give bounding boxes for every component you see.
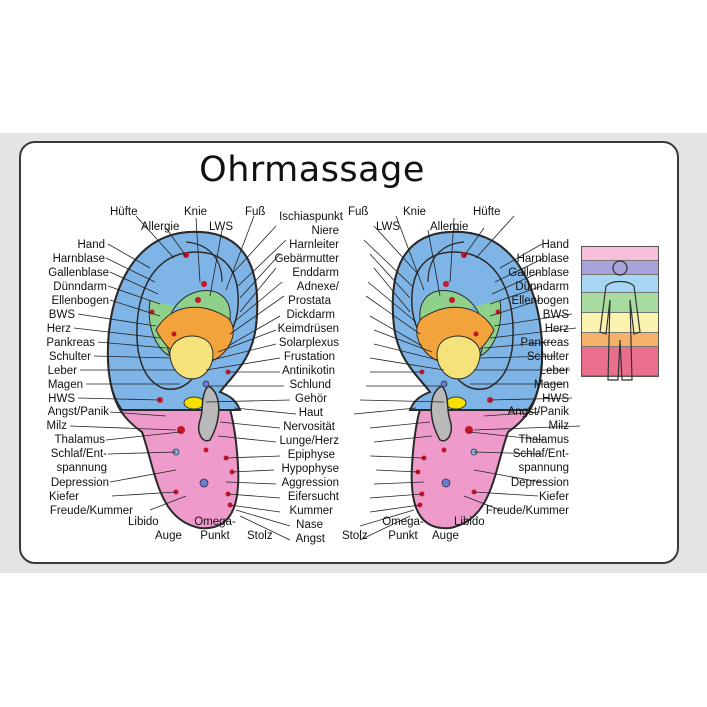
label-gebaermutter: Gebärmutter bbox=[274, 253, 339, 265]
label-eifersucht: Eifersucht bbox=[287, 491, 339, 503]
label-allergie-right: Allergie bbox=[430, 221, 469, 233]
right-ear bbox=[391, 230, 544, 530]
label-hand-right: Hand bbox=[541, 239, 570, 251]
label-knie-left: Knie bbox=[184, 206, 208, 218]
label-leber-right: Leber bbox=[539, 365, 569, 377]
label-punkt-right: Punkt bbox=[388, 530, 418, 542]
label-knie-right: Knie bbox=[403, 206, 427, 218]
label-bws-left: BWS bbox=[48, 309, 75, 321]
label-auge-right: Auge bbox=[432, 530, 459, 542]
label-hüfte-left: Hüfte bbox=[110, 206, 138, 218]
label-angst-panik-right: Angst/Panik bbox=[507, 406, 569, 418]
label-dickdarm: Dickdarm bbox=[286, 309, 335, 321]
label-leber-left: Leber bbox=[47, 365, 77, 377]
label-freude-kummer-left: Freude/Kummer bbox=[49, 505, 133, 517]
label-auge-left: Auge bbox=[155, 530, 182, 542]
label-magen-left: Magen bbox=[47, 379, 83, 391]
label-lws-right: LWS bbox=[376, 221, 401, 233]
label-angst: Angst bbox=[295, 533, 325, 545]
label-kiefer-right: Kiefer bbox=[538, 491, 569, 503]
label-kummer: Kummer bbox=[289, 505, 333, 517]
label-libido-left: Libido bbox=[128, 516, 159, 528]
label-milz-right: Milz bbox=[548, 420, 569, 432]
label-depression-left: Depression bbox=[50, 477, 109, 489]
label-ellenbogen-left: Ellenbogen bbox=[51, 295, 109, 307]
label-ischiaspunkt: Ischiaspunkt bbox=[279, 211, 343, 223]
label-stolz-left: Stolz bbox=[247, 530, 273, 542]
label-schlund: Schlund bbox=[289, 379, 331, 391]
label-hand-left: Hand bbox=[77, 239, 106, 251]
label-solarplexus: Solarplexus bbox=[278, 337, 339, 349]
body-silhouette-icon bbox=[599, 260, 641, 381]
label-pankreas-right: Pankreas bbox=[520, 337, 569, 349]
label-schlaf-left: Schlaf/Ent- bbox=[50, 448, 107, 460]
label-freude-kummer-right: Freude/Kummer bbox=[485, 505, 569, 517]
color-legend bbox=[581, 246, 659, 377]
label-stolz-right: Stolz bbox=[342, 530, 368, 542]
label-schulter-left: Schulter bbox=[48, 351, 91, 363]
label-frustation: Frustation bbox=[283, 351, 335, 363]
label-herz-left: Herz bbox=[46, 323, 71, 335]
label-omega-left: Omega- bbox=[194, 516, 236, 528]
label-niere: Niere bbox=[311, 225, 339, 237]
label-duenndarm-right: Dünndarm bbox=[515, 281, 569, 293]
label-thalamus-right: Thalamus bbox=[518, 434, 570, 446]
label-lws-left: LWS bbox=[209, 221, 234, 233]
label-fuss-right: Fuß bbox=[348, 206, 369, 218]
label-epiphyse: Epiphyse bbox=[287, 449, 335, 461]
label-enddarm: Enddarm bbox=[292, 267, 339, 279]
legend-stripe bbox=[582, 293, 658, 313]
label-harnleiter: Harnleiter bbox=[289, 239, 339, 251]
label-bws-right: BWS bbox=[542, 309, 569, 321]
page-title: Ohrmassage bbox=[199, 150, 425, 190]
label-harnblase-left: Harnblase bbox=[52, 253, 105, 265]
label-spannung-left: spannung bbox=[56, 462, 107, 474]
label-punkt-left: Punkt bbox=[200, 530, 230, 542]
label-kiefer-left: Kiefer bbox=[48, 491, 79, 503]
label-duenndarm-left: Dünndarm bbox=[53, 281, 107, 293]
legend-stripe bbox=[582, 275, 658, 293]
label-pankreas-left: Pankreas bbox=[46, 337, 95, 349]
label-hws-right: HWS bbox=[542, 393, 569, 405]
label-schlaf-right: Schlaf/Ent- bbox=[512, 448, 569, 460]
label-omega-right: Omega- bbox=[382, 516, 424, 528]
label-fuss-left: Fuß bbox=[245, 206, 266, 218]
label-haut: Haut bbox=[298, 407, 323, 419]
label-milz-left: Milz bbox=[46, 420, 67, 432]
label-antinikotin: Antinikotin bbox=[281, 365, 335, 377]
label-ellenbogen-right: Ellenbogen bbox=[511, 295, 569, 307]
label-harnblase-right: Harnblase bbox=[516, 253, 569, 265]
label-angst-panik-left: Angst/Panik bbox=[47, 406, 109, 418]
label-hypophyse: Hypophyse bbox=[281, 463, 339, 475]
label-thalamus-left: Thalamus bbox=[54, 434, 106, 446]
label-nervositaet: Nervosität bbox=[283, 421, 335, 433]
label-allergie-left: Allergie bbox=[141, 221, 180, 233]
label-spannung-right: spannung bbox=[518, 462, 569, 474]
label-magen-right: Magen bbox=[533, 379, 569, 391]
label-gehoer: Gehör bbox=[295, 393, 327, 405]
label-adnexe: Adnexe/ bbox=[296, 281, 339, 293]
label-lunge-herz: Lunge/Herz bbox=[279, 435, 339, 447]
label-keimdruesen: Keimdrüsen bbox=[277, 323, 339, 335]
label-nase: Nase bbox=[296, 519, 323, 531]
leader-lines bbox=[69, 215, 581, 541]
label-depression-right: Depression bbox=[510, 477, 569, 489]
label-gallenblase-left: Gallenblase bbox=[48, 267, 109, 279]
label-aggression: Aggression bbox=[281, 477, 339, 489]
label-herz-right: Herz bbox=[544, 323, 569, 335]
label-prostata: Prostata bbox=[288, 295, 331, 307]
label-huefte-right: Hüfte bbox=[473, 206, 501, 218]
label-gallenblase-right: Gallenblase bbox=[508, 267, 569, 279]
label-hws-left: HWS bbox=[48, 393, 75, 405]
label-schulter-right: Schulter bbox=[526, 351, 569, 363]
label-libido-right: Libido bbox=[454, 516, 485, 528]
